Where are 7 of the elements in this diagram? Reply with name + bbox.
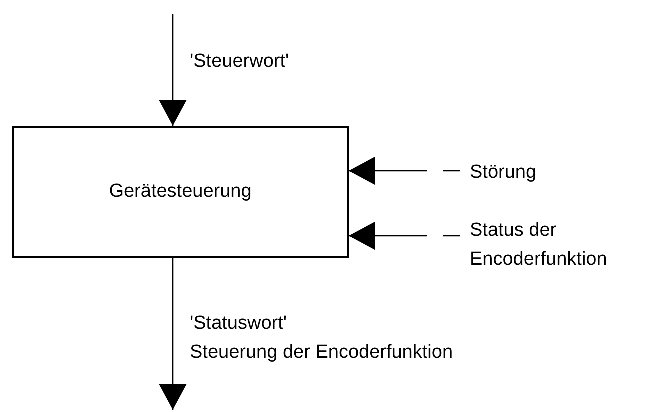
signal-label: Status der Encoderfunktion	[470, 219, 608, 272]
signal-label: Steuerung der Encoderfunktion	[190, 341, 454, 365]
arrow	[159, 14, 187, 126]
signal-label: Störung	[470, 161, 537, 185]
box-title: Gerätesteuerung	[109, 181, 252, 203]
process-box	[12, 126, 349, 258]
arrow	[159, 258, 187, 410]
